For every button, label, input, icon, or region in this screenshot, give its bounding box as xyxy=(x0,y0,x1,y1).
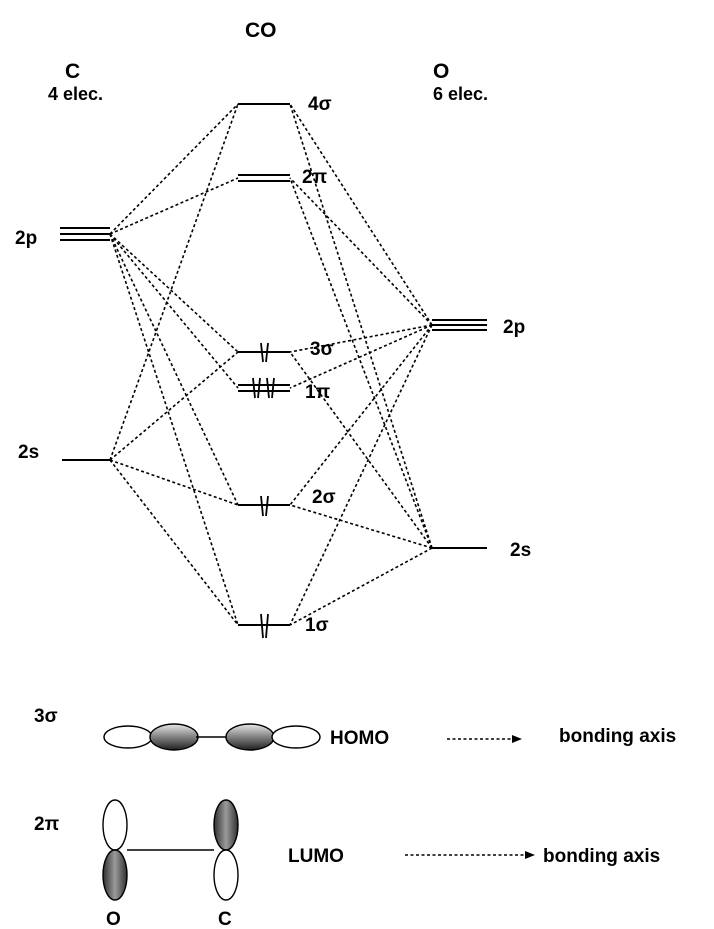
left-atom-symbol: C xyxy=(65,60,80,83)
mo-1pi-label: 1π xyxy=(305,382,331,403)
mo-3sigma-electrons xyxy=(260,342,269,363)
c-2p-label: 2p xyxy=(15,228,37,249)
o-2p-label: 2p xyxy=(503,317,525,338)
homo-orbital-drawing xyxy=(103,723,321,751)
diagram-title: CO xyxy=(245,19,277,42)
homo-orbital-label: 3σ xyxy=(34,706,58,727)
mo-2sigma-label: 2σ xyxy=(312,487,336,508)
homo-axis-label: bonding axis xyxy=(559,726,676,747)
lumo-orbital-label: 2π xyxy=(34,814,60,835)
o-2s-label: 2s xyxy=(510,540,531,561)
mo-1pi-electrons xyxy=(252,377,275,399)
homo-arrow xyxy=(447,735,522,743)
mo-1sigma-label: 1σ xyxy=(305,615,329,636)
mo-1pi-level xyxy=(238,384,290,392)
lumo-label: LUMO xyxy=(288,846,344,867)
homo-label: HOMO xyxy=(330,728,389,749)
bottom-atom-label-o: O xyxy=(106,909,121,929)
mo-2sigma-electrons xyxy=(260,495,269,517)
right-atom-electrons: 6 elec. xyxy=(433,84,488,104)
bottom-atom-label-c: C xyxy=(218,909,232,929)
mo-1sigma-electrons xyxy=(260,613,269,639)
lumo-arrow xyxy=(405,851,535,859)
lumo-axis-label: bonding axis xyxy=(543,846,660,867)
mo-2pi-label: 2π xyxy=(302,167,328,188)
correlation-lines xyxy=(109,103,433,626)
lumo-orbital-drawing xyxy=(102,799,239,901)
o-2p-level xyxy=(432,319,487,331)
left-atom-electrons: 4 elec. xyxy=(48,84,103,104)
c-2s-label: 2s xyxy=(18,442,39,463)
c-2p-level xyxy=(60,227,110,241)
right-atom-symbol: O xyxy=(433,60,449,83)
mo-4sigma-label: 4σ xyxy=(308,94,332,115)
mo-3sigma-label: 3σ xyxy=(310,339,334,360)
mo-2pi-level xyxy=(238,174,290,182)
